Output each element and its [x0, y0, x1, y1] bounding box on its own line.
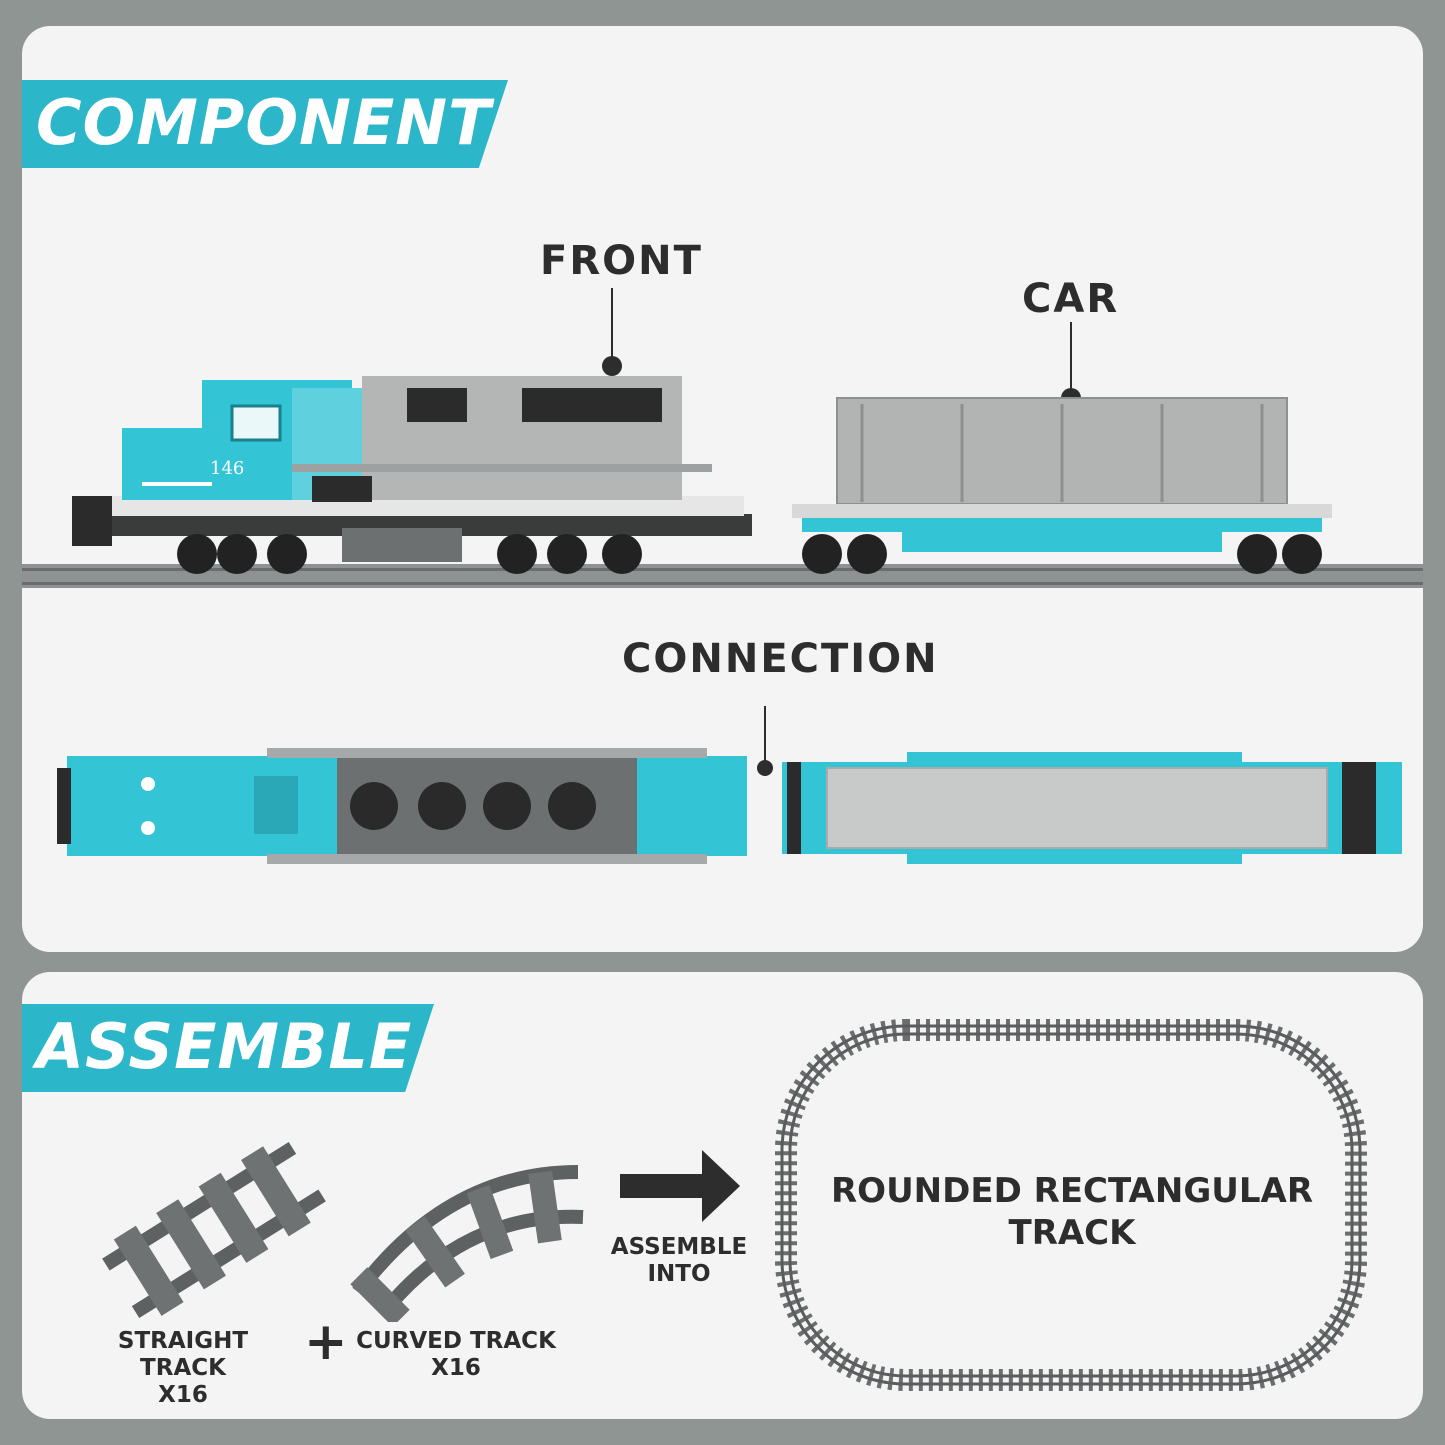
- train-side-view: 146: [22, 288, 1423, 588]
- result-line-2: TRACK: [1008, 1213, 1136, 1253]
- result-line-1: ROUNDED RECTANGULAR: [830, 1171, 1313, 1211]
- car-side: [792, 397, 1332, 574]
- straight-track-caption: STRAIGHT TRACK X16: [72, 1328, 294, 1409]
- curved-track-caption: CURVED TRACK X16: [356, 1328, 556, 1382]
- assemble-banner: ASSEMBLE: [22, 1004, 434, 1092]
- connection-pointer-dot: [757, 760, 773, 776]
- locomotive-top: [57, 748, 747, 864]
- front-pointer-dot: [602, 356, 622, 376]
- component-banner: COMPONENT: [22, 80, 508, 168]
- curved-track-icon: [350, 1165, 584, 1322]
- result-caption: ROUNDED RECTANGULAR TRACK: [812, 1170, 1332, 1254]
- component-panel: COMPONENT FRONT CAR CONNECTION 146: [22, 26, 1423, 952]
- front-label: FRONT: [540, 238, 703, 284]
- curved-track-label: CURVED TRACK: [356, 1328, 556, 1354]
- assemble-panel: ASSEMBLE STRAIGHT TRACK X16 + CURVED TRA…: [22, 972, 1423, 1419]
- plus-sign: +: [304, 1312, 348, 1372]
- assemble-into-line-2: INTO: [647, 1261, 711, 1287]
- right-arrow-icon: [620, 1150, 740, 1222]
- assemble-into-line-1: ASSEMBLE: [610, 1234, 748, 1260]
- assemble-heading: ASSEMBLE: [36, 1010, 413, 1083]
- loco-number: 146: [210, 458, 244, 479]
- train-top-view: [57, 706, 1402, 864]
- straight-track-icon: [102, 1142, 326, 1318]
- car-top: [782, 752, 1402, 864]
- car-label: CAR: [1022, 276, 1120, 322]
- straight-track-qty: X16: [158, 1382, 208, 1408]
- locomotive-side: 146: [72, 376, 752, 574]
- curved-track-qty: X16: [431, 1355, 481, 1381]
- rounded-rectangular-track: [775, 1019, 1367, 1391]
- connection-label: CONNECTION: [622, 636, 939, 682]
- component-heading: COMPONENT: [36, 86, 492, 159]
- assemble-into-caption: ASSEMBLE INTO: [604, 1234, 754, 1288]
- straight-track-label: STRAIGHT TRACK: [117, 1328, 249, 1381]
